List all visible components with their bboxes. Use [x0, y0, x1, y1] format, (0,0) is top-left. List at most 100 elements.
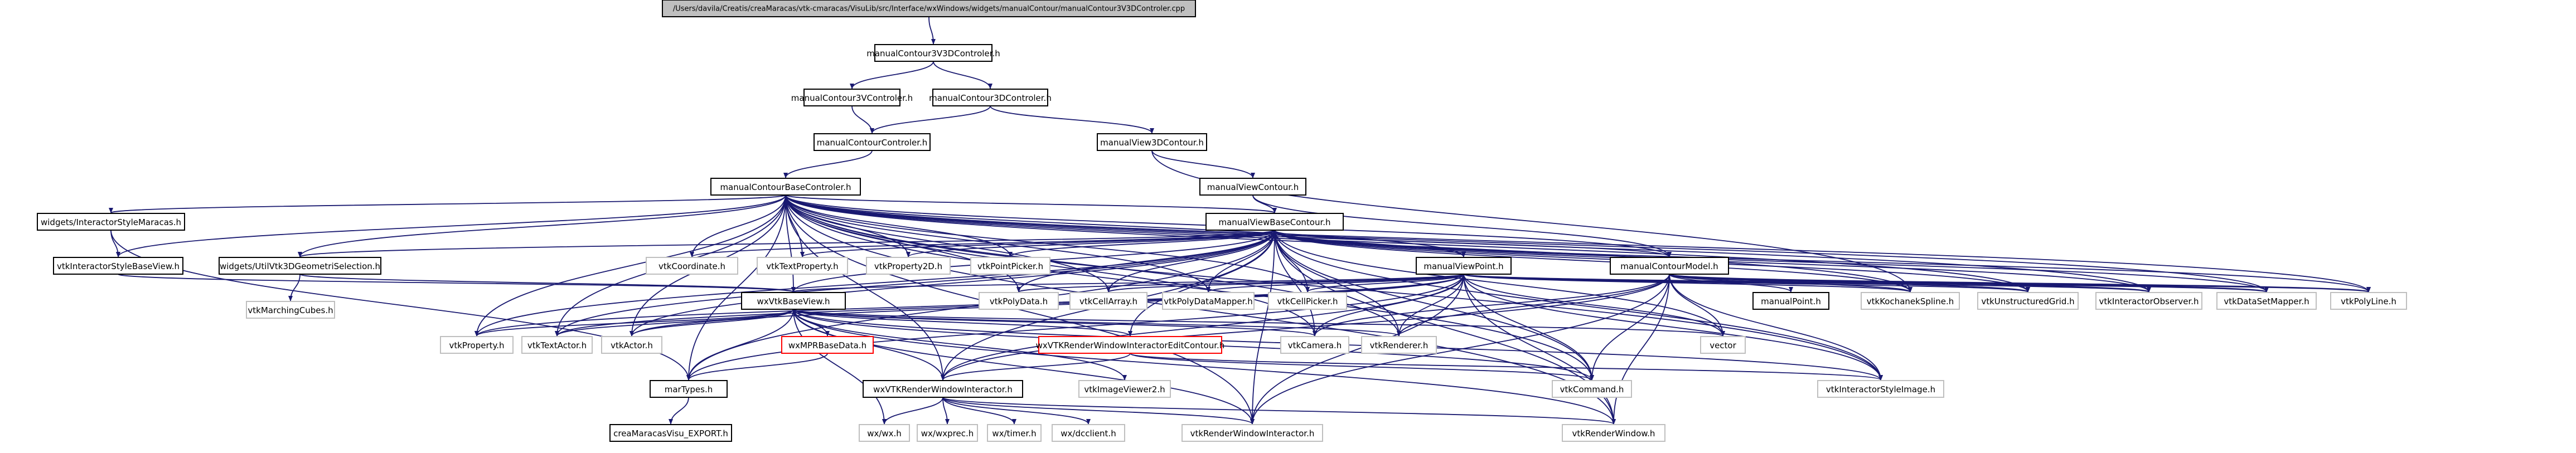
- edge-mcc-to-mcbc: [783, 150, 873, 178]
- node-visbv[interactable]: vtkInteractorStyleBaseView.h: [53, 257, 183, 275]
- edge-wxvbv-to-va: [630, 309, 794, 337]
- node-wxmpr[interactable]: wxMPRBaseData.h: [781, 336, 874, 354]
- node-wxvbv-box: [741, 292, 846, 310]
- edge-wxvtkri-to-wxprec: [942, 397, 950, 425]
- node-mc3v-label: manualContour3VControler.h: [791, 93, 913, 103]
- node-wxvtkri[interactable]: wxVTKRenderWindowInteractor.h: [863, 380, 1023, 398]
- node-vcam: vtkCamera.h: [1280, 336, 1349, 354]
- node-martypes[interactable]: marTypes.h: [650, 380, 728, 398]
- node-mv3d[interactable]: manualView3DContour.h: [1097, 133, 1207, 151]
- edge-mvc-to-mcm: [1252, 194, 1672, 257]
- edge-wxvtkri-to-wxdc: [942, 397, 1091, 425]
- node-vdsm: vtkDataSetMapper.h: [2216, 292, 2317, 310]
- node-mcm[interactable]: manualContourModel.h: [1610, 257, 1729, 275]
- edge-mc3v3d-to-mc3d: [933, 61, 992, 89]
- edge-mcbc-to-visbv: [116, 194, 786, 257]
- node-wxvtkriec[interactable]: wxVTKRenderWindowInteractorEditContour.h: [1036, 336, 1225, 354]
- node-mpt-label: manualPoint.h: [1761, 296, 1821, 306]
- node-mvp[interactable]: manualViewPoint.h: [1416, 257, 1512, 275]
- node-vug-box: [1977, 292, 2079, 310]
- node-vcmd-label: vtkCommand.h: [1560, 384, 1624, 394]
- node-mc3v[interactable]: manualContour3VControler.h: [791, 89, 913, 106]
- edge-mvp-to-vrwi: [1250, 274, 1464, 425]
- node-vpd-box: [979, 292, 1059, 310]
- node-wxprec: wx/wxprec.h: [917, 424, 978, 442]
- node-mc3v3d-box: [874, 44, 992, 62]
- node-vta-box: [521, 336, 593, 354]
- node-vprop2d-label: vtkProperty2D.h: [874, 261, 942, 271]
- edge-mvbc-to-vks: [1274, 230, 1912, 293]
- node-wxwx-box: [859, 424, 910, 442]
- node-martypes-box: [650, 380, 728, 398]
- edge-wxvbv-to-martypes: [686, 309, 794, 381]
- edge-mcbc-to-vpp: [785, 194, 1013, 257]
- node-vta: vtkTextActor.h: [521, 336, 593, 354]
- node-wxvtkriec-label: wxVTKRenderWindowInteractorEditContour.h: [1036, 340, 1225, 350]
- node-mvp-label: manualViewPoint.h: [1423, 261, 1503, 271]
- node-vprop: vtkProperty.h: [440, 336, 514, 354]
- edge-wxvtkri-to-vrwi: [942, 397, 1255, 425]
- node-vca: vtkCellArray.h: [1069, 292, 1147, 310]
- edge-mvbc-to-vtprop: [800, 230, 1275, 257]
- node-wuv3d[interactable]: widgets/UtilVtk3DGeometriSelection.h: [219, 257, 381, 275]
- dependency-edges: [109, 16, 2371, 425]
- node-wxwx-label: wx/wx.h: [867, 428, 902, 439]
- edge-mcm-to-wxvtkri: [941, 274, 1670, 381]
- node-wxvbv[interactable]: wxVtkBaseView.h: [741, 292, 846, 310]
- edge-visbv-to-wxvbv: [118, 274, 796, 293]
- edge-wxvbv-to-vect: [793, 309, 1725, 337]
- edge-wism-to-martypes: [110, 230, 691, 381]
- node-vcoord-label: vtkCoordinate.h: [658, 261, 725, 271]
- edge-wuv3d-to-vmc: [288, 274, 301, 301]
- node-wuv3d-box: [219, 257, 381, 275]
- node-vpl-label: vtkPolyLine.h: [2341, 296, 2396, 306]
- node-mc3v3d[interactable]: manualContour3V3DControler.h: [866, 44, 1000, 62]
- edge-mcbc-to-vcmd: [785, 194, 1594, 381]
- node-cmve[interactable]: creaMaracasVisu_EXPORT.h: [609, 424, 732, 442]
- node-mcm-box: [1610, 257, 1729, 275]
- node-visi-box: [1817, 380, 1944, 398]
- node-vpp-box: [970, 257, 1050, 275]
- node-vmc-box: [246, 301, 335, 319]
- edge-mcbc-to-visi: [785, 194, 1883, 381]
- node-mcbc[interactable]: manualContourBaseControler.h: [710, 178, 861, 196]
- node-mvc-label: manualViewContour.h: [1207, 182, 1299, 192]
- edge-wuv3d-to-wxvbv: [299, 274, 796, 293]
- node-vcmd-box: [1552, 380, 1632, 398]
- edge-mcbc-to-mvbc: [785, 194, 1277, 213]
- node-mpt[interactable]: manualPoint.h: [1752, 292, 1829, 310]
- node-wism[interactable]: widgets/InteractorStyleMaracas.h: [37, 213, 185, 231]
- edge-wxvtkriec-to-visi: [1130, 353, 1883, 381]
- node-vcp: vtkCellPicker.h: [1268, 292, 1347, 310]
- node-viv2-label: vtkImageViewer2.h: [1084, 384, 1165, 394]
- node-vks-label: vtkKochanekSpline.h: [1867, 296, 1954, 306]
- edge-mv3d-to-mvc: [1151, 150, 1255, 178]
- edge-mvbc-to-vta: [555, 230, 1275, 337]
- node-vprop2d: vtkProperty2D.h: [866, 257, 951, 275]
- node-vpd: vtkPolyData.h: [979, 292, 1059, 310]
- edge-martypes-to-cmve: [669, 397, 689, 425]
- node-mvc[interactable]: manualViewContour.h: [1199, 178, 1306, 196]
- node-vcp-label: vtkCellPicker.h: [1277, 296, 1338, 306]
- node-mc3d[interactable]: manualContour3DControler.h: [929, 89, 1052, 106]
- edge-mvp-to-martypes: [686, 274, 1464, 381]
- node-mv3d-box: [1097, 133, 1207, 151]
- node-vren: vtkRenderer.h: [1361, 336, 1437, 354]
- node-mvbc[interactable]: manualViewBaseContour.h: [1205, 213, 1344, 231]
- edge-mc3d-to-mcc: [870, 105, 991, 134]
- edge-mc3v-to-mcc: [851, 105, 874, 134]
- edge-wxvbv-to-vren: [793, 309, 1401, 337]
- edge-mvbc-to-vcmd: [1274, 230, 1594, 381]
- node-wxtimer-box: [987, 424, 1042, 442]
- node-mcc[interactable]: manualContourControler.h: [814, 133, 931, 151]
- edge-mvbc-to-vprop: [474, 230, 1275, 337]
- edge-mvbc-to-wuv3d: [298, 230, 1275, 257]
- node-mvbc-box: [1205, 213, 1344, 231]
- node-wxprec-box: [917, 424, 978, 442]
- node-vtprop-box: [757, 257, 848, 275]
- node-wxdc-box: [1052, 424, 1125, 442]
- edge-mvp-to-vrw: [1463, 274, 1616, 425]
- node-visi: vtkInteractorStyleImage.h: [1817, 380, 1944, 398]
- node-vcam-label: vtkCamera.h: [1288, 340, 1342, 350]
- node-mpt-box: [1752, 292, 1829, 310]
